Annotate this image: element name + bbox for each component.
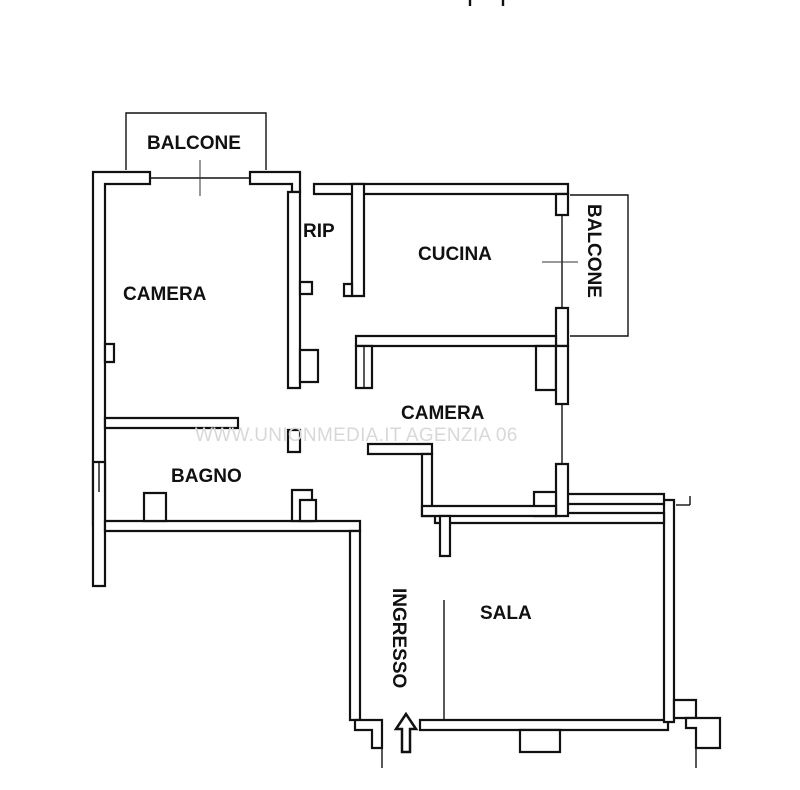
room-label-rip: RIP xyxy=(303,221,335,242)
room-label-bagno: BAGNO xyxy=(171,466,242,487)
top-edge-mark xyxy=(468,0,505,6)
interior-walls xyxy=(103,182,570,720)
watermark: WWW.UNIONMEDIA.IT AGENZIA 06 xyxy=(195,425,518,446)
room-label-balcone-top: BALCONE xyxy=(147,133,241,154)
entrance-arrow-icon xyxy=(393,711,419,754)
room-label-cucina: CUCINA xyxy=(418,244,492,265)
room-label-camera-left: CAMERA xyxy=(123,284,207,305)
room-label-balcone-right: BALCONE xyxy=(583,204,604,298)
room-label-ingresso: INGRESSO xyxy=(388,588,409,688)
room-label-camera-center: CAMERA xyxy=(401,403,485,424)
room-label-sala: SALA xyxy=(480,603,532,624)
